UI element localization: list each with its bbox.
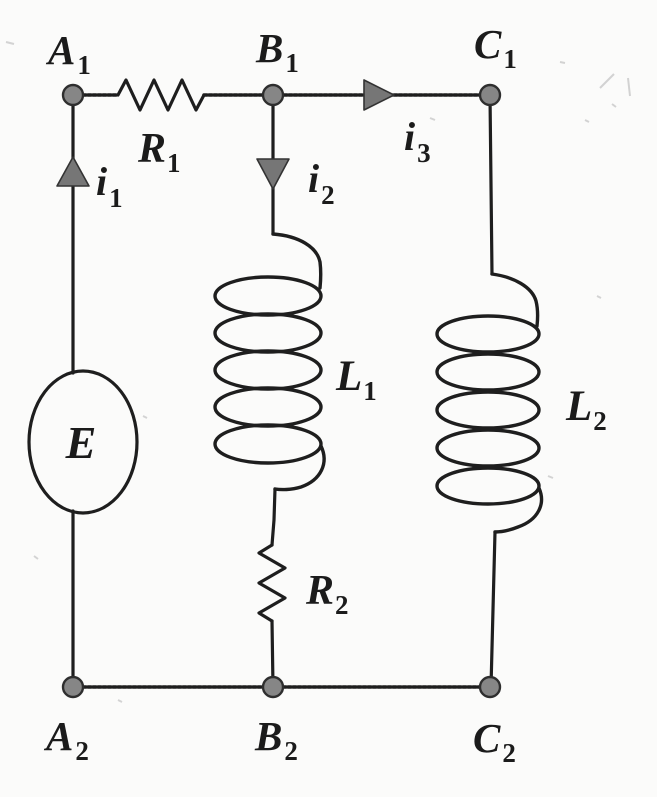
- label-inductor-l2: L2: [565, 383, 607, 436]
- wire-l2-to-c2: [489, 530, 497, 689]
- label-resistor-r2: R2: [305, 568, 349, 620]
- node-b1-dot: [261, 83, 285, 107]
- inductor-l1: [213, 275, 323, 465]
- node-c2-dot: [478, 675, 502, 699]
- label-node-a2: A2: [43, 713, 89, 766]
- node-a1-dot: [61, 83, 85, 107]
- current-arrow-i1-up: [56, 156, 90, 187]
- label-node-c1: C1: [474, 21, 517, 74]
- inductor-l1-exit: [273, 444, 326, 492]
- label-node-b1: B1: [255, 25, 299, 78]
- inductor-l1-entry: [271, 232, 323, 290]
- label-current-i3: i3: [404, 114, 431, 168]
- wire-l1-to-r2: [270, 487, 277, 547]
- label-inductor-l1: L1: [335, 353, 377, 406]
- inductor-l2-entry: [490, 272, 540, 328]
- current-arrow-i3-right: [363, 79, 395, 111]
- resistor-r2: [257, 543, 287, 623]
- inductor-l2: [435, 314, 541, 506]
- current-arrow-i2-down: [256, 158, 290, 190]
- node-c1-dot: [478, 83, 502, 107]
- node-a2-dot: [61, 675, 85, 699]
- label-current-i2: i2: [308, 156, 335, 210]
- emf-source-e: [27, 369, 139, 515]
- scan-noise: [5, 41, 631, 703]
- label-current-i1: i1: [96, 159, 123, 213]
- label-node-b2: B2: [254, 713, 298, 766]
- label-node-c2: C2: [473, 715, 516, 768]
- node-b2-dot: [261, 675, 285, 699]
- inductor-l2-exit: [493, 486, 544, 534]
- label-resistor-r1: R1: [137, 126, 181, 178]
- label-source-e: E: [65, 417, 97, 468]
- resistor-r1: [116, 78, 206, 112]
- label-node-a1: A1: [45, 27, 91, 80]
- wire-c1-to-l2: [488, 93, 494, 276]
